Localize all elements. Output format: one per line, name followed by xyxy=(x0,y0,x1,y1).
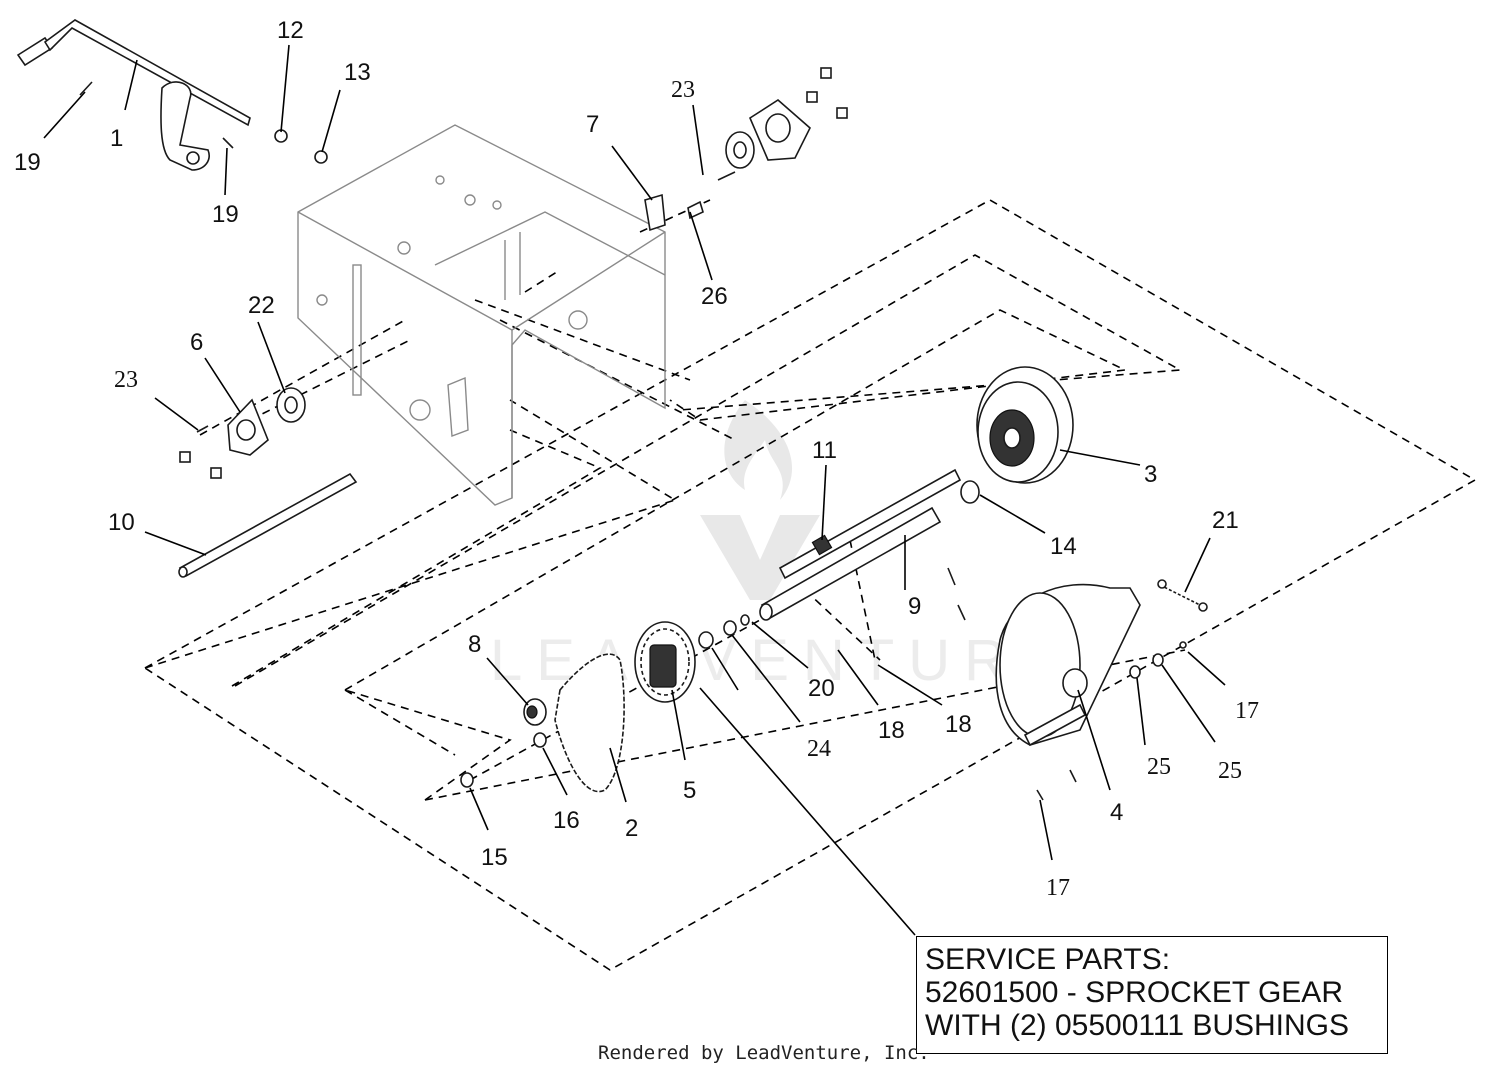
callout-12: 12 xyxy=(277,17,304,44)
part-7-bracket xyxy=(644,193,666,232)
callout-8: 8 xyxy=(468,631,481,658)
callout-23-a: 23 xyxy=(114,367,138,393)
callout-1: 1 xyxy=(110,125,123,152)
service-parts-heading: SERVICE PARTS: xyxy=(925,943,1171,976)
left-bearing-flange xyxy=(179,387,306,479)
washers-and-pins xyxy=(947,567,1187,801)
upper-bearing-flange xyxy=(725,67,848,169)
callout-10: 10 xyxy=(108,509,135,536)
callout-15: 15 xyxy=(481,844,508,871)
washers xyxy=(460,614,750,788)
callout-6: 6 xyxy=(190,329,203,356)
callout-5: 5 xyxy=(683,777,696,804)
callout-9: 9 xyxy=(908,593,921,620)
part-1-shift-rod xyxy=(16,19,251,171)
service-parts-line-2: 52601500 - SPROCKET GEAR xyxy=(925,976,1343,1009)
part-10-axle xyxy=(178,472,358,578)
callout-20: 20 xyxy=(808,675,835,702)
chassis-frame xyxy=(297,124,666,506)
callout-19-a: 19 xyxy=(14,149,41,176)
callout-16: 16 xyxy=(553,807,580,834)
part-2-chain xyxy=(554,653,625,793)
callout-4: 4 xyxy=(1110,799,1123,826)
callout-17-b: 17 xyxy=(1046,875,1070,901)
callout-13: 13 xyxy=(344,59,371,86)
part-4-drive-plate xyxy=(995,583,1141,747)
callout-14: 14 xyxy=(1050,533,1077,560)
service-parts-note: SERVICE PARTS: 52601500 - SPROCKET GEAR … xyxy=(916,936,1388,1054)
callout-19-b: 19 xyxy=(212,201,239,228)
callout-17-a: 17 xyxy=(1235,698,1259,724)
callout-3: 3 xyxy=(1144,461,1157,488)
part-8-small-sprocket xyxy=(523,698,547,726)
callout-25-b: 25 xyxy=(1218,758,1242,784)
part-14-bushing xyxy=(960,480,980,504)
callout-22: 22 xyxy=(248,292,275,319)
part-21-spring xyxy=(1157,579,1208,612)
part-5-sprocket-gear xyxy=(634,621,696,703)
callout-25-a: 25 xyxy=(1147,754,1171,780)
callout-24: 24 xyxy=(807,736,831,762)
callout-labels: 1 2 3 4 5 6 7 8 9 10 11 12 13 14 15 16 1… xyxy=(14,17,1259,901)
callout-11: 11 xyxy=(812,437,837,464)
leader-lines xyxy=(43,44,1226,936)
footer-credit: Rendered by LeadVenture, Inc. xyxy=(598,1042,930,1064)
part-9-shaft xyxy=(759,506,942,621)
callout-21: 21 xyxy=(1212,507,1239,534)
callout-23-b: 23 xyxy=(671,77,695,103)
callout-18-b: 18 xyxy=(945,711,972,738)
assembly-outline-lines xyxy=(144,199,1477,971)
callout-2: 2 xyxy=(625,815,638,842)
part-11-hex-shaft xyxy=(778,468,962,580)
service-parts-line-3: WITH (2) 05500111 BUSHINGS xyxy=(925,1009,1350,1042)
small-hardware xyxy=(79,81,736,433)
callout-18-a: 18 xyxy=(878,717,905,744)
callout-7: 7 xyxy=(586,111,599,138)
part-3-friction-wheel xyxy=(976,366,1074,484)
callout-26: 26 xyxy=(701,283,728,310)
